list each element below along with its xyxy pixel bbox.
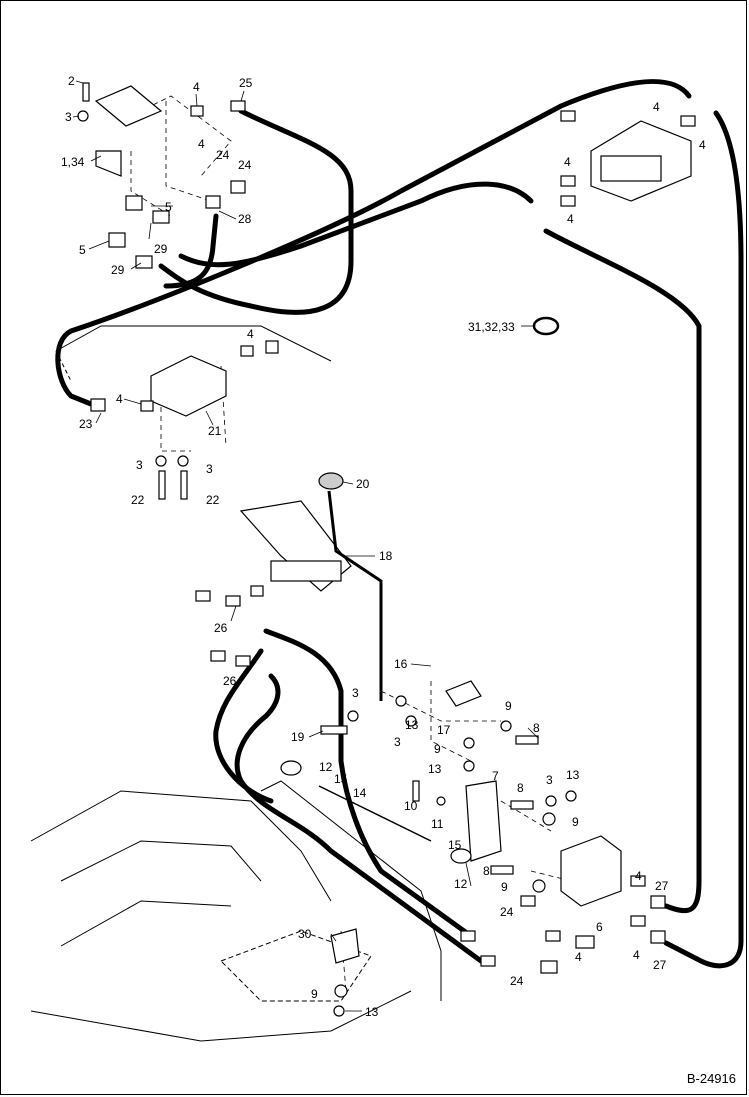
label-10: 10 (404, 799, 418, 813)
label-24: 24 (510, 974, 524, 988)
label-12: 12 (454, 877, 468, 891)
label-24: 24 (500, 905, 514, 919)
components (77, 82, 696, 1017)
bracket-30 (330, 928, 360, 964)
label-29: 29 (154, 242, 168, 256)
label-4: 4 (247, 327, 254, 341)
label-15: 15 (334, 772, 348, 786)
label-13: 13 (365, 1005, 379, 1019)
hose-long-second (178, 181, 534, 268)
label-11: 11 (431, 817, 444, 831)
valve-6 (560, 835, 622, 907)
label-1-34: 1,34 (61, 155, 85, 169)
hose-inner-right (543, 228, 702, 914)
label-23: 23 (79, 417, 93, 431)
hose-lower-1 (263, 628, 474, 939)
label-13: 13 (405, 718, 419, 732)
hose-right-vertical (663, 110, 744, 969)
document-id: B-24916 (686, 1071, 736, 1086)
label-27: 27 (653, 958, 667, 972)
label-7: 7 (492, 769, 499, 783)
label-17: 17 (437, 723, 451, 737)
label-24: 24 (238, 158, 252, 172)
label-8: 8 (517, 781, 524, 795)
label-4: 4 (575, 950, 582, 964)
label-22: 22 (131, 493, 145, 507)
label-2: 2 (68, 74, 75, 88)
hose-28 (163, 213, 219, 289)
label-6: 6 (596, 920, 603, 934)
label-3: 3 (65, 110, 72, 124)
label-9: 9 (434, 742, 441, 756)
label-9: 9 (501, 880, 508, 894)
label-29: 29 (111, 263, 125, 277)
label-26: 26 (214, 621, 228, 635)
label-26: 26 (223, 674, 237, 688)
bracket-17 (445, 680, 482, 707)
label-9: 9 (505, 699, 512, 713)
lever-knob (318, 472, 344, 490)
label-4: 4 (567, 212, 574, 226)
label-leaders (72, 80, 539, 1012)
label-12: 12 (319, 760, 333, 774)
label-5: 5 (165, 200, 172, 214)
label-14: 14 (353, 786, 367, 800)
manifold-21 (150, 355, 227, 417)
label-5: 5 (79, 243, 86, 257)
machine-frame (30, 325, 442, 1042)
label-25: 25 (239, 76, 253, 90)
label-9: 9 (572, 815, 579, 829)
hose-long-upper (55, 79, 692, 409)
label-31-32-33: 31,32,33 (468, 320, 515, 334)
label-3: 3 (352, 686, 359, 700)
label-13: 13 (428, 762, 442, 776)
label-4: 4 (193, 80, 200, 94)
label-3: 3 (394, 735, 401, 749)
label-4: 4 (564, 155, 571, 169)
hose-clamp (532, 316, 560, 336)
hose-lower-3 (213, 648, 274, 804)
label-4: 4 (633, 948, 640, 962)
cable-14 (318, 785, 432, 842)
label-3: 3 (136, 458, 143, 472)
bracket-7 (465, 780, 502, 862)
label-3: 3 (546, 773, 553, 787)
lever-rod (327, 490, 383, 701)
label-19: 19 (291, 730, 305, 744)
label-3: 3 (206, 462, 213, 476)
hose-25 (158, 108, 354, 315)
mount-bracket (94, 85, 163, 127)
label-30: 30 (298, 927, 312, 941)
label-13: 13 (566, 768, 580, 782)
label-28: 28 (238, 212, 252, 226)
label-27: 27 (655, 879, 669, 893)
label-20: 20 (356, 477, 370, 491)
label-8: 8 (483, 864, 490, 878)
label-4: 4 (116, 392, 123, 406)
label-4: 4 (198, 137, 205, 151)
label-9: 9 (311, 987, 318, 1001)
label-24: 24 (216, 148, 230, 162)
label-4: 4 (653, 100, 660, 114)
callout-labels: 2 3 1,34 4 25 4 24 24 5 28 5 29 29 4 4 4… (61, 74, 706, 1019)
label-4: 4 (699, 138, 706, 152)
label-16: 16 (394, 657, 408, 671)
hose-lower-2 (234, 673, 484, 964)
label-21: 21 (208, 424, 222, 438)
label-8: 8 (533, 721, 540, 735)
label-4: 4 (635, 869, 642, 883)
label-22: 22 (206, 493, 220, 507)
hoses (55, 79, 744, 969)
label-15: 15 (448, 838, 462, 852)
label-18: 18 (379, 549, 393, 563)
